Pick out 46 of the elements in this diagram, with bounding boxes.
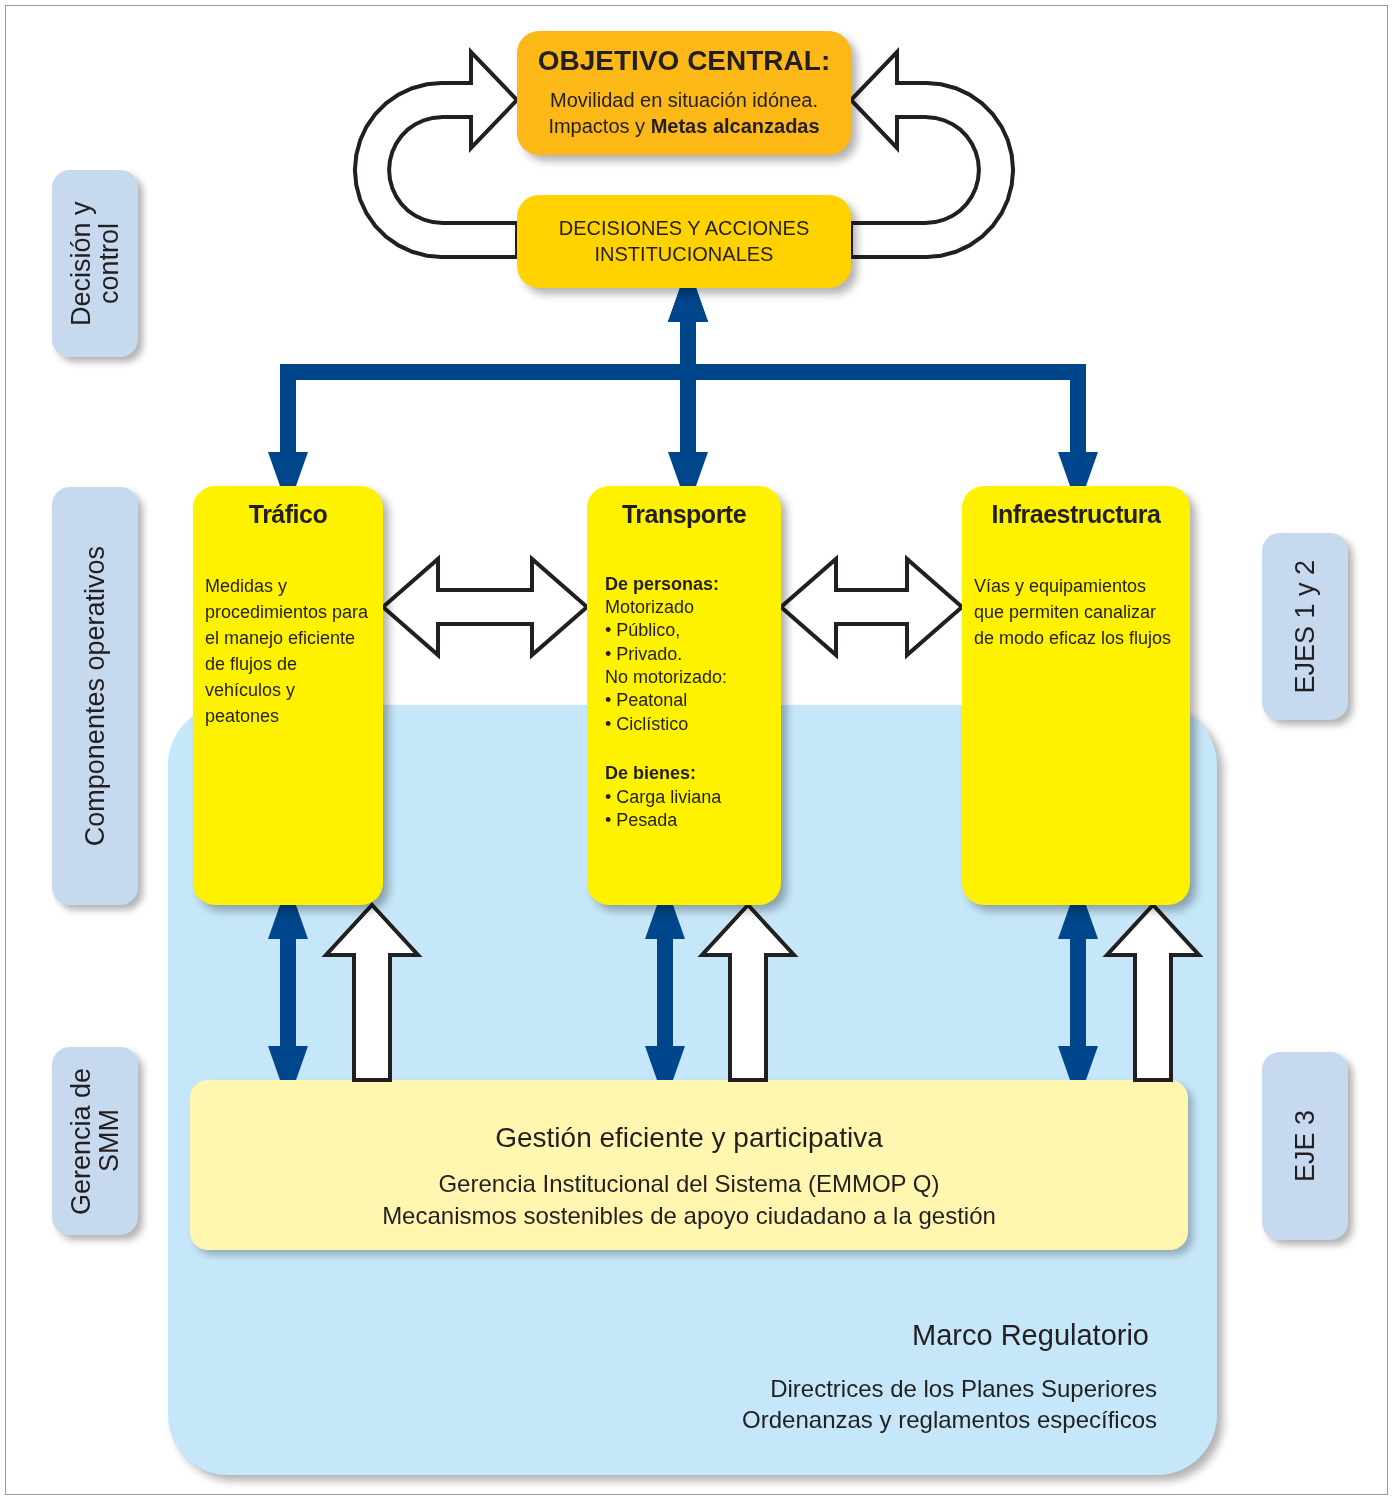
list-item: • Peatonal (605, 689, 689, 713)
box-text: Impactos y Metas alcanzadas (547, 114, 821, 140)
side-tab (1262, 1052, 1348, 1240)
tab-label: Decisión y control (66, 200, 124, 328)
block-arrow (1102, 902, 1204, 1082)
box-title: Transporte (620, 499, 748, 530)
side-tab (52, 487, 138, 905)
component-box (587, 486, 781, 905)
tab-label: Componentes operativos (80, 545, 110, 847)
management-box (190, 1080, 1188, 1250)
box-title: Infraestructura (990, 499, 1162, 530)
list-heading: No motorizado: (605, 666, 729, 690)
box-title: OBJETIVO CENTRAL: (536, 44, 832, 78)
process-box (517, 195, 851, 288)
box-text: Mecanismos sostenibles de apoyo ciudadano a la gestión (381, 1200, 997, 1231)
list-heading: De personas: (605, 572, 721, 596)
block-arrow (352, 47, 520, 259)
list-item: • Pesada (605, 809, 679, 832)
block-arrow (697, 902, 799, 1082)
block-arrow (321, 902, 423, 1082)
list-heading: Motorizado (605, 595, 696, 619)
side-tab (52, 170, 138, 357)
list-item: • Público, (605, 619, 682, 643)
panel-title: Marco Regulatorio (911, 1318, 1149, 1353)
box-title: Tráfico (247, 499, 329, 530)
box-title: Gestión eficiente y participativa (494, 1121, 884, 1155)
list-heading: De bienes: (605, 762, 698, 786)
block-arrow (848, 47, 1016, 259)
list-item: • Carga liviana (605, 785, 723, 809)
list-item: • Ciclístico (605, 712, 690, 736)
component-box (962, 486, 1190, 905)
component-box (193, 486, 383, 905)
box-text: DECISIONES Y ACCIONES INSTITUCIONALES (557, 216, 811, 267)
box-text: Medidas y procedimientos para el manejo eficiente de flujos de vehículos y peatones (205, 574, 370, 728)
goal-box (517, 31, 851, 155)
box-text: Movilidad en situación idónea. (549, 88, 819, 114)
tab-label: EJE 3 (1290, 1109, 1320, 1182)
box-text: Vías y equipamientos que permiten canalizar de modo eficaz los flujos (974, 574, 1173, 650)
side-tab (1262, 533, 1348, 720)
tab-label: Gerencia de SMM (66, 1066, 124, 1217)
box-text: Gerencia Institucional del Sistema (EMMOP Q) (437, 1169, 941, 1200)
tab-label: EJES 1 y 2 (1290, 559, 1320, 694)
panel-text: Directrices de los Planes Superiores (769, 1373, 1157, 1404)
panel-text: Ordenanzas y reglamentos específicos (741, 1404, 1157, 1435)
side-tab (52, 1047, 138, 1235)
list-item: • Privado. (605, 642, 684, 666)
